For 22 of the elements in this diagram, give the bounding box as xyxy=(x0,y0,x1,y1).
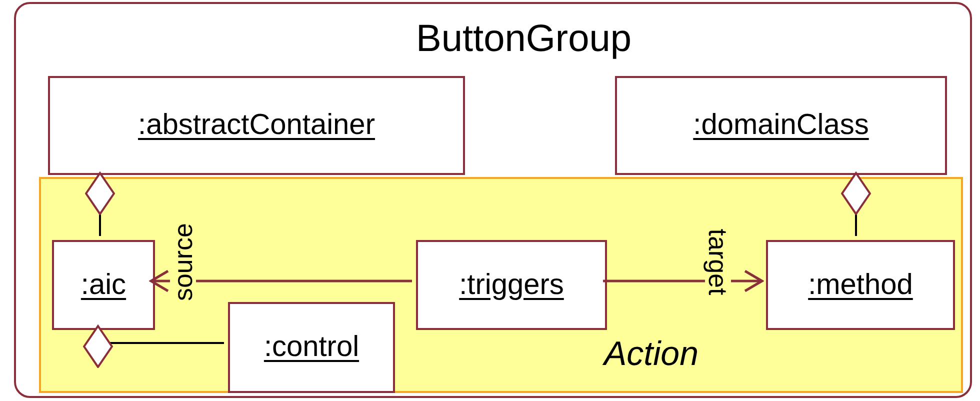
object-box xyxy=(416,240,607,330)
package-title: ButtonGroup xyxy=(416,20,632,58)
object-name: :method xyxy=(808,270,913,300)
aggregation-line xyxy=(85,172,115,236)
arrow xyxy=(150,270,412,292)
object-name: :aic xyxy=(80,270,126,300)
edge-label: source xyxy=(170,222,196,302)
object-box xyxy=(228,302,395,393)
group-title: Action xyxy=(604,337,698,371)
aggregation-line xyxy=(841,172,871,236)
package-frame xyxy=(14,2,972,398)
object-name: :domainClass xyxy=(693,111,869,140)
object-name: :triggers xyxy=(459,270,564,300)
object-box xyxy=(766,240,955,330)
aggregation-line xyxy=(83,325,224,368)
edge-label: target xyxy=(705,228,731,296)
object-name: :control xyxy=(264,333,360,362)
object-box xyxy=(48,76,465,175)
object-box xyxy=(615,76,947,175)
group-box xyxy=(39,177,963,393)
object-name: :abstractContainer xyxy=(138,111,375,140)
object-box xyxy=(52,240,155,330)
